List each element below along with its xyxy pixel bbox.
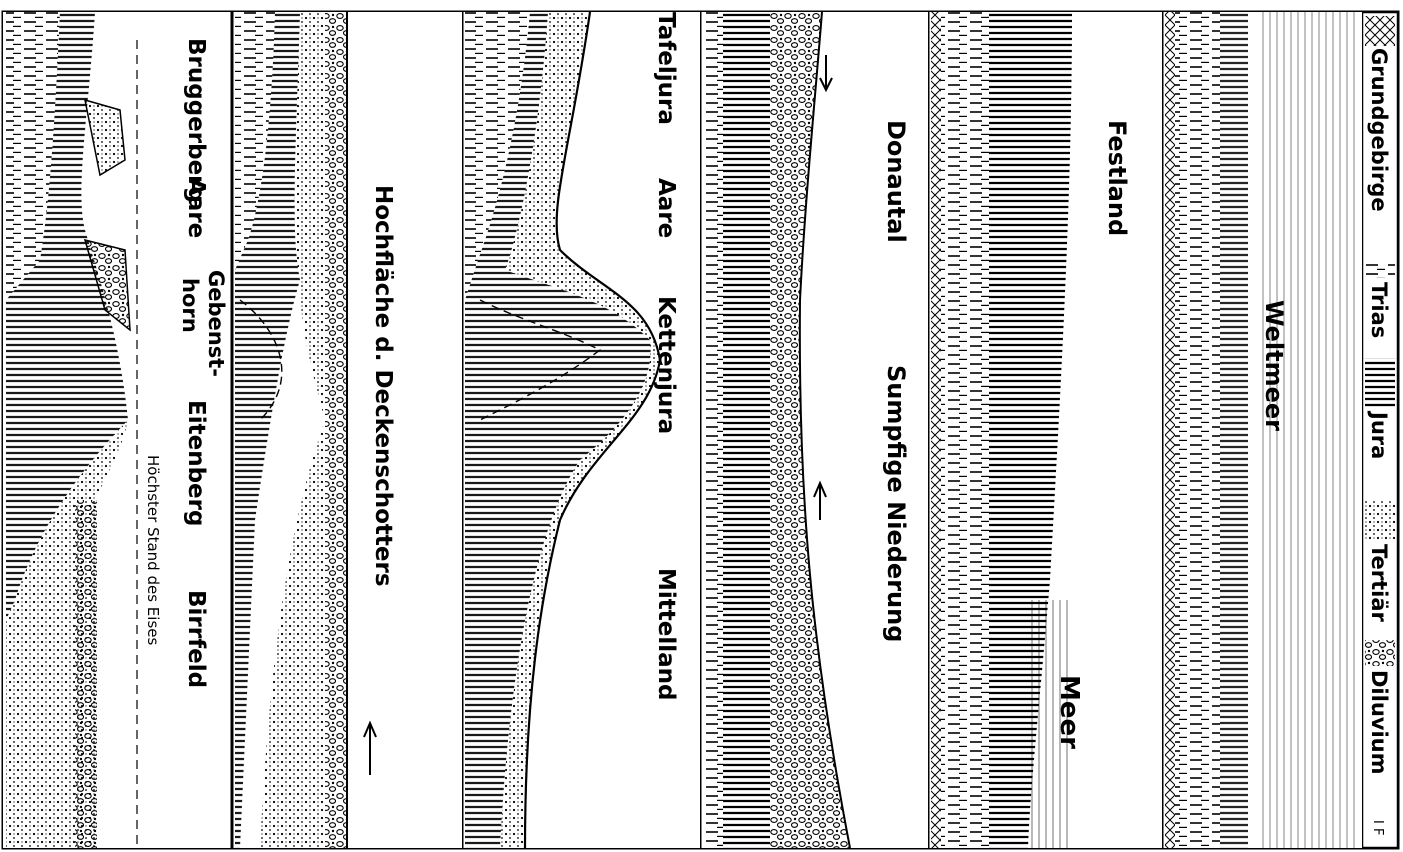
legend-swatch-grundgebirge xyxy=(1365,16,1395,46)
label-tafeljura: Tafeljura xyxy=(653,12,679,125)
label-hoechster-stand: Höchster Stand des Eises xyxy=(144,455,162,645)
label-horn: horn xyxy=(178,278,202,333)
label-weltmeer: Weltmeer xyxy=(1260,300,1288,431)
panel-4: Tafeljura Aare Kettenjura Mittelland xyxy=(462,12,700,848)
panel-1: Weltmeer xyxy=(1162,12,1362,848)
label-sumpfige-niederung: Sumpfige Niederung xyxy=(882,365,910,642)
figure-number: I F xyxy=(1370,820,1385,835)
legend-swatch-tertiaer xyxy=(1365,500,1395,540)
label-meer: Meer xyxy=(1054,675,1084,749)
panel-6: Bruggerberg Aare Gebenst- horn Eitenberg… xyxy=(3,12,232,848)
legend-swatch-jura xyxy=(1365,358,1395,408)
label-kettenjura: Kettenjura xyxy=(653,296,679,434)
label-aare-4: Aare xyxy=(653,178,679,238)
legend-label-tertiaer: Tertiär xyxy=(1367,544,1391,623)
legend-label-diluvium: Diluvium xyxy=(1367,670,1391,775)
legend-label-trias: Trias xyxy=(1367,282,1391,338)
label-mittelland: Mittelland xyxy=(653,568,679,701)
legend-label-grundgebirge: Grundgebirge xyxy=(1367,48,1391,212)
label-hochflaeche: Hochfläche d. Deckenschotters xyxy=(370,185,396,587)
legend: Grundgebirge Trias Jura Tertiär Diluvium… xyxy=(1362,12,1398,848)
panel-2: Festland Meer xyxy=(928,12,1162,848)
legend-swatch-trias xyxy=(1365,262,1395,278)
label-birrfeld: Birrfeld xyxy=(183,590,209,688)
label-festland: Festland xyxy=(1103,120,1131,236)
panel-5: Hochfläche d. Deckenschotters xyxy=(232,12,462,848)
panel-3: Donautal Sumpfige Niederung xyxy=(700,12,928,848)
label-aare-6: Aare xyxy=(183,178,209,238)
legend-swatch-diluvium xyxy=(1365,640,1395,666)
label-donautal: Donautal xyxy=(882,120,910,243)
label-eitenberg: Eitenberg xyxy=(183,400,209,526)
legend-label-jura: Jura xyxy=(1367,410,1391,459)
label-gebenst: Gebenst- xyxy=(204,270,228,377)
